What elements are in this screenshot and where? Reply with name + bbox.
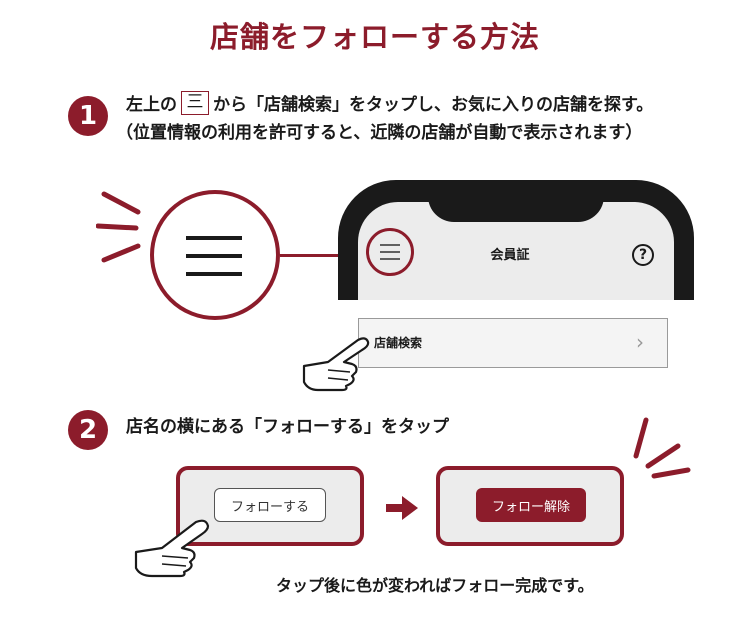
emphasis-lines-right xyxy=(633,417,691,479)
connector-line xyxy=(280,254,368,257)
help-icon[interactable]: ? xyxy=(632,244,654,266)
follow-button[interactable]: フォローする xyxy=(214,488,326,522)
menu-inline-icon: 三 xyxy=(181,91,209,115)
menu-large-icon xyxy=(186,236,242,276)
phone-notch xyxy=(428,180,604,222)
completion-note: タップ後に色が変わればフォロー完成です。 xyxy=(276,576,594,595)
member-card-title: 会員証 xyxy=(490,248,530,263)
pointing-hand-icon-2 xyxy=(134,519,210,578)
menu-icon xyxy=(380,244,400,260)
step-1-text-after: から「店舗検索」をタップし、お気に入りの店舗を探す。 xyxy=(213,95,654,115)
chevron-right-icon: › xyxy=(636,330,644,354)
store-search-menu-item[interactable] xyxy=(358,318,668,368)
step-2-text: 店名の横にある「フォローする」をタップ xyxy=(126,417,449,437)
step-1-text-before: 左上の xyxy=(126,95,177,115)
step-2-badge: 2 xyxy=(68,410,108,450)
arrow-right-icon xyxy=(386,496,418,520)
unfollow-button[interactable]: フォロー解除 xyxy=(476,488,586,522)
menu-button[interactable] xyxy=(366,228,414,276)
step-1-badge: 1 xyxy=(68,96,108,136)
step-1-line-2: （位置情報の利用を許可すると、近隣の店舗が自動で表示されます） xyxy=(116,123,643,143)
zoomed-menu-circle xyxy=(150,190,280,320)
page-title: 店舗をフォローする方法 xyxy=(209,20,540,54)
store-search-label: 店舗検索 xyxy=(374,336,423,350)
pointing-hand-icon xyxy=(302,337,370,392)
emphasis-lines-left xyxy=(96,191,141,263)
step-1-line-1: 左上の三から「店舗検索」をタップし、お気に入りの店舗を探す。 xyxy=(126,91,654,118)
